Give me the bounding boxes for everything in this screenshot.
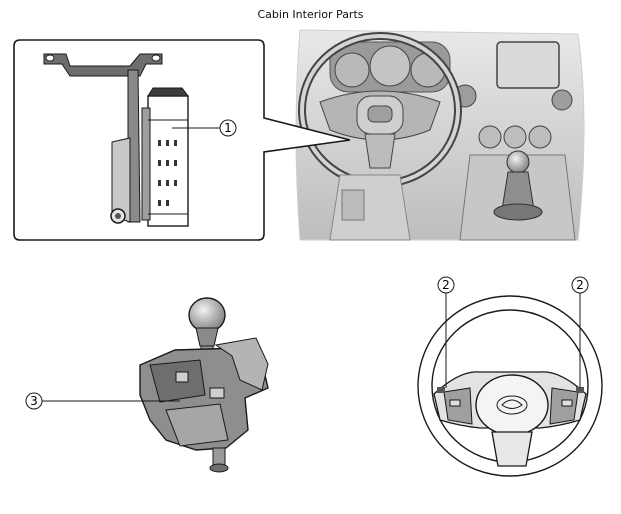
callout-3: 3	[25, 392, 180, 410]
module-illustration	[43, 53, 189, 227]
callout-1-label: 1	[224, 121, 232, 135]
callout-2-left-label: 2	[442, 278, 450, 292]
steering-wheel-illustration	[417, 295, 603, 477]
shifter-illustration	[139, 297, 269, 473]
dashboard-illustration	[295, 29, 585, 241]
callout-3-label: 3	[30, 394, 38, 408]
callout-2-right: 2	[571, 276, 589, 388]
page-title: Cabin Interior Parts	[257, 8, 364, 21]
callout-1: 1	[172, 119, 237, 137]
callout-2-left: 2	[437, 276, 455, 388]
callout-2-right-label: 2	[576, 278, 584, 292]
